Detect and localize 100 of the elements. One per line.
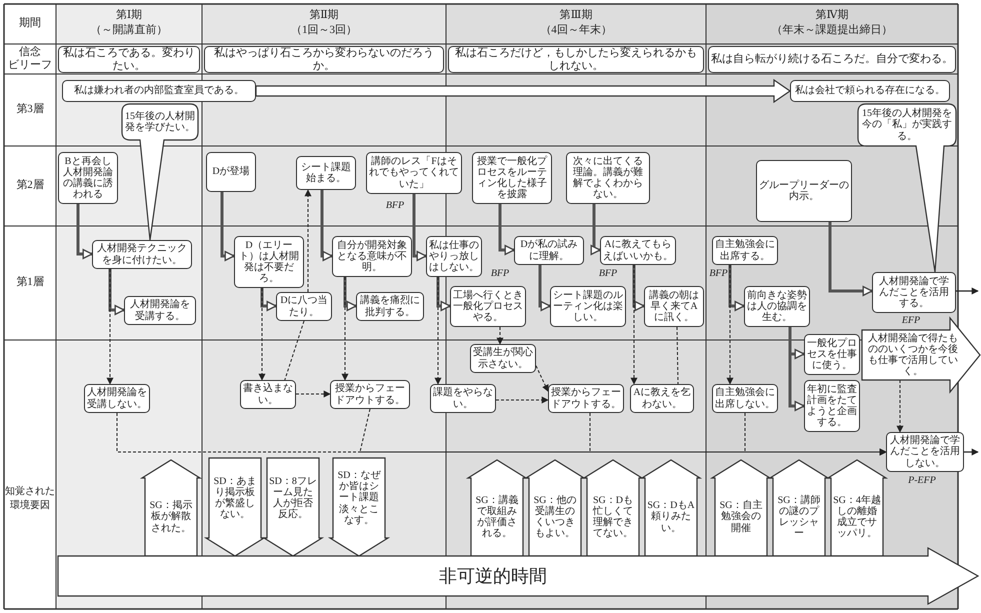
hollow-arrow	[260, 288, 277, 312]
phase-label: BFP	[490, 268, 510, 280]
edge-label: SG：自主勉強会の開催	[718, 500, 764, 534]
arrow	[964, 448, 979, 456]
dashed-arrow	[434, 276, 442, 385]
node-text: 私は石ころだけど，もしかしたら変えられるかもしれない。	[454, 47, 698, 72]
arrow	[956, 288, 979, 294]
upward-block-arrow	[466, 459, 528, 557]
dashed-arrow	[496, 396, 549, 404]
node-text: 次々に出てくる理論。講義が難解でよくわからない。	[572, 156, 644, 200]
period-heading: 第Ⅲ期	[558, 9, 594, 22]
upward-block-arrow	[582, 459, 644, 557]
period-heading: 第Ⅱ期	[308, 9, 340, 22]
row-label: 第2層	[15, 179, 45, 192]
edge-label: SD：8フレーム見た人が拒否反応。	[269, 476, 317, 520]
row-label: 第3層	[15, 103, 45, 116]
phase-label: EFP	[900, 315, 922, 327]
edge-label: SD：あまり掲示板が繁盛しない。	[212, 476, 258, 520]
hollow-arrow	[632, 265, 645, 312]
event-box	[206, 152, 256, 192]
node-text: Dが登場	[212, 166, 250, 178]
upward-block-arrow	[524, 459, 586, 557]
node-text: 前向きな姿勢は人の協調を生む。	[747, 290, 807, 324]
phase-label: BFP	[384, 200, 406, 212]
row-label: 信念	[19, 46, 42, 60]
node-text: 人材開発論で学んだことを活用しない。	[889, 435, 961, 469]
node-text: D（エリート）は人材開発は不要だろ。	[238, 240, 300, 284]
node-text: 人材開発論を受講しない。	[87, 387, 147, 410]
dashed-arrow	[744, 412, 887, 456]
row-label: 知覚された	[4, 486, 56, 498]
speech-bubble	[122, 104, 198, 240]
node-text: 私は嫌われ者の内部監査室員である。	[74, 85, 244, 97]
hollow-arrow	[828, 222, 873, 296]
node-text: 15年後の人材開発を学びたい。	[124, 110, 196, 134]
right-block-arrow	[862, 318, 980, 392]
event-box	[330, 380, 410, 409]
dashed-arrow	[496, 326, 504, 345]
node-text: 年初に監査計画をたてようと企画する。	[807, 384, 857, 428]
upward-block-arrow	[710, 459, 772, 557]
event-box	[872, 272, 956, 313]
node-text: 受講生が関心示さない。	[473, 347, 533, 370]
hollow-arrow	[344, 277, 357, 312]
period-heading: 第Ⅳ期	[814, 9, 850, 22]
period-subheading: （年末～課題提出締日）	[770, 24, 894, 38]
node-text: 人材開発テクニックを身に付けたい。	[96, 243, 188, 266]
hollow-arrow	[76, 204, 93, 260]
event-box	[124, 296, 196, 325]
edge-label: SG：講義で取組みが評価される。	[474, 494, 520, 540]
hollow-arrow	[498, 204, 515, 256]
phase-label: BFP	[708, 268, 729, 280]
time-label: 非可逆的時間	[439, 566, 547, 586]
event-box	[62, 80, 256, 102]
hollow-arrow	[108, 269, 125, 316]
event-box	[790, 80, 950, 102]
downward-block-arrow	[328, 457, 390, 557]
hollow-arrow	[412, 194, 427, 262]
time-arrow	[58, 548, 978, 604]
node-text: Dが私の試みに理解。	[519, 239, 579, 262]
downward-block-arrow	[262, 457, 324, 557]
node-text: 一般化プロセスを仕事に使う。	[807, 338, 857, 372]
node-text: 自主勉強会に出席する。	[715, 239, 775, 262]
upward-block-arrow	[826, 459, 888, 557]
period-subheading: （～開講直前）	[90, 24, 168, 38]
event-box	[566, 152, 650, 204]
downward-block-arrow	[204, 457, 266, 557]
node-text: Dに八つ当たり。	[279, 295, 329, 318]
upward-block-arrow	[768, 459, 830, 557]
node-text: 講義を痛烈に批判する。	[359, 295, 421, 318]
dashed-arrow	[296, 390, 331, 398]
node-text: 私はやっぱり石ころから変わらないのだろうか。	[213, 47, 435, 72]
row-label: ビリーフ	[7, 59, 53, 72]
dashed-arrow	[304, 189, 312, 292]
node-text: 工場へ行くとき一般化プロセスやる。	[453, 290, 523, 324]
node-text: シート課題のルーティン化は楽しい。	[553, 290, 623, 324]
upward-block-arrow	[640, 459, 702, 557]
node-text: Aに教えてもらえばいいかも。	[603, 239, 673, 262]
phase-label: BFP	[598, 268, 618, 280]
node-text: 自分が開発対象となる意味が不明。	[336, 240, 408, 274]
hollow-arrow	[436, 277, 451, 312]
row-label: 環境要因	[9, 500, 51, 512]
upward-block-arrow	[140, 459, 202, 557]
dashed-arrow	[896, 380, 904, 433]
phase-label: P-EFP	[907, 475, 937, 487]
dashed-arrow	[726, 264, 734, 385]
dashed-arrow	[258, 288, 266, 381]
row-label: 期間	[18, 17, 42, 30]
node-text: 授業からフェードアウトする。	[551, 387, 621, 410]
node-text: Aに教えを乞わない。	[633, 387, 691, 410]
hollow-arrow	[590, 204, 601, 256]
event-box	[514, 236, 584, 265]
speech-bubble	[858, 104, 956, 272]
dashed-arrow	[342, 276, 348, 381]
node-text: 自主勉強会に出席しない。	[715, 387, 775, 410]
row-label: 第1層	[15, 276, 45, 290]
node-text: 人材開発論で学んだことを活用する。	[878, 276, 950, 310]
edge-label: SG：講師の謎のプレッシャー	[776, 494, 822, 540]
hollow-arrow	[538, 265, 551, 312]
node-text: 課題をやらない。	[433, 387, 493, 410]
node-text: 私は石ころである。変わりたい。	[62, 47, 196, 72]
node-text: 講義の朝は早く来てAに訊く。	[648, 290, 700, 324]
